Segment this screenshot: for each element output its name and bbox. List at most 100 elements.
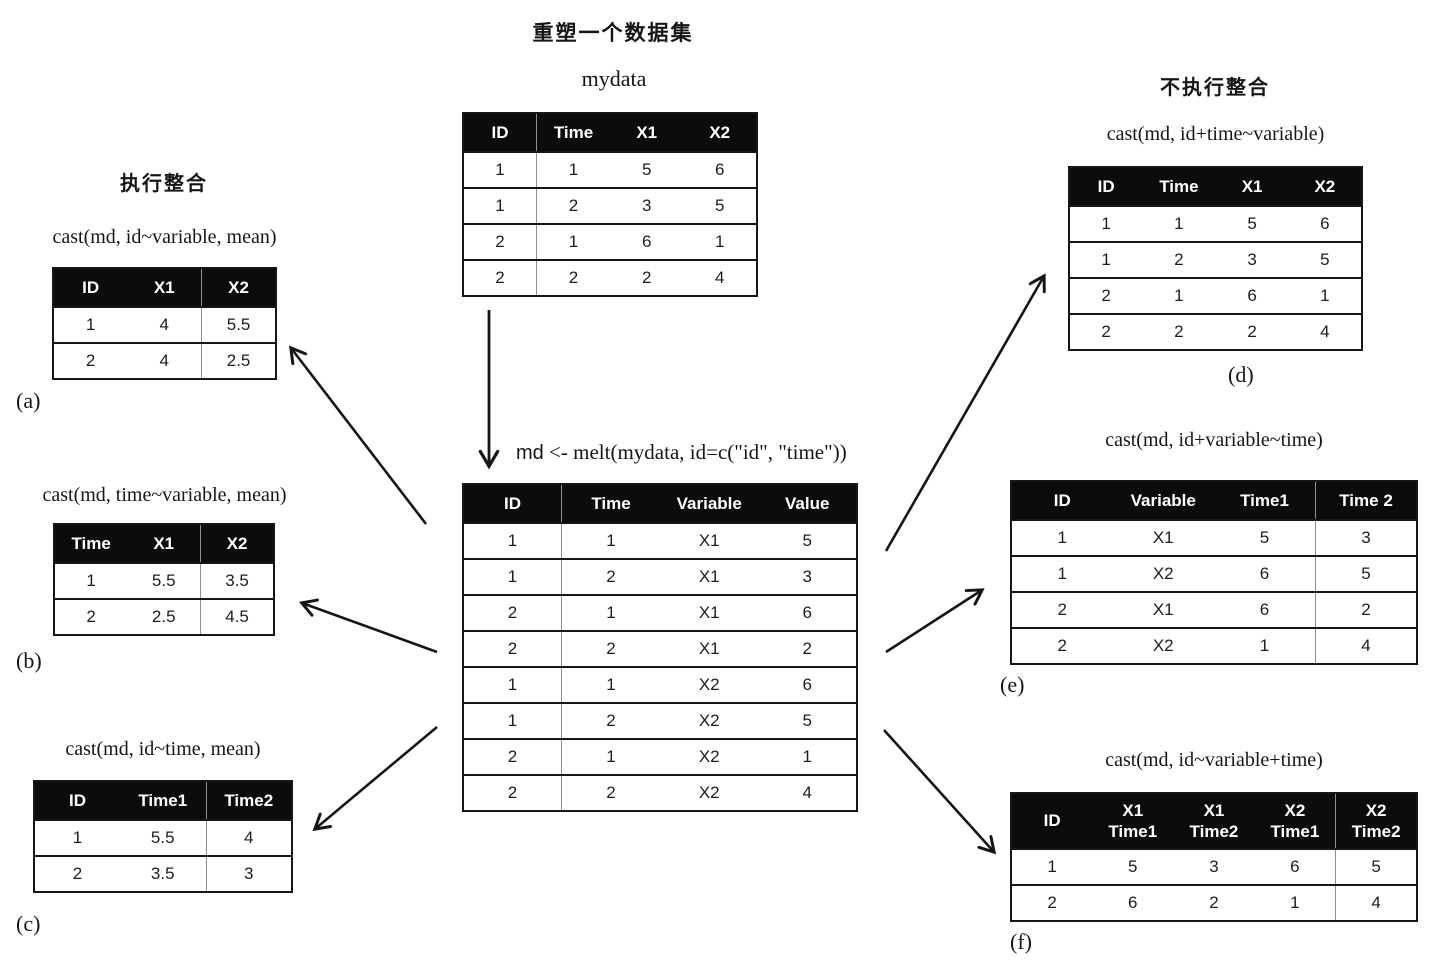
table-cell: X2 bbox=[660, 666, 759, 703]
column-header: Time 2 bbox=[1315, 481, 1417, 520]
table-cell: X2 bbox=[660, 774, 759, 811]
table-cell: X1 bbox=[660, 594, 759, 631]
column-header: X1 bbox=[1215, 167, 1289, 206]
column-header: X1 bbox=[610, 113, 684, 152]
table-cell: 6 bbox=[758, 594, 857, 631]
column-header: Time bbox=[536, 113, 610, 152]
label-table-a: (a) bbox=[16, 388, 41, 413]
table-cell: 5 bbox=[758, 702, 857, 739]
melt-code-expression: <- melt(mydata, id=c("id", "time")) bbox=[543, 440, 847, 464]
table-cell: 5 bbox=[610, 151, 684, 188]
table-cell: X1 bbox=[1112, 591, 1214, 628]
table-cell: 6 bbox=[1092, 884, 1174, 921]
table-cell: 2 bbox=[1011, 627, 1113, 664]
caption-table-a: cast(md, id~variable, mean) bbox=[52, 226, 277, 248]
table-cell: X2 bbox=[660, 738, 759, 775]
column-header: X2 bbox=[683, 113, 757, 152]
column-header: X1 Time2 bbox=[1173, 793, 1255, 849]
table-cell: 2 bbox=[1173, 884, 1255, 921]
table-cell: 3 bbox=[1215, 241, 1289, 278]
table-cell: 1 bbox=[561, 522, 660, 559]
column-header: X2 Time1 bbox=[1254, 793, 1337, 849]
table-cell: 4 bbox=[1315, 627, 1417, 664]
table-cell: 2.5 bbox=[201, 342, 276, 379]
table-cell: 5 bbox=[1214, 519, 1316, 556]
table-cell: 5 bbox=[1092, 848, 1174, 885]
table-cell: 6 bbox=[758, 666, 857, 703]
column-header: Time bbox=[1142, 167, 1216, 206]
arrow-melted-to-table-e bbox=[885, 588, 985, 654]
table-cell: 2.5 bbox=[127, 598, 202, 635]
table-cell: 2 bbox=[463, 630, 562, 667]
table-cell: 1 bbox=[1011, 519, 1113, 556]
arrow-melted-to-table-b bbox=[298, 598, 438, 654]
table-cell: 3 bbox=[206, 855, 292, 892]
table-cell: 4.5 bbox=[200, 598, 274, 635]
column-header: X1 Time1 bbox=[1092, 793, 1174, 849]
table-cell: X1 bbox=[1112, 519, 1214, 556]
table-cell: 1 bbox=[53, 306, 128, 343]
table-cell: 2 bbox=[561, 702, 660, 739]
table-cell: 3.5 bbox=[200, 562, 274, 599]
table-cell: 2 bbox=[1215, 313, 1289, 350]
table-cell: 4 bbox=[127, 306, 203, 343]
table-cell: 5 bbox=[1335, 848, 1417, 885]
table-cell: 1 bbox=[1069, 205, 1143, 242]
table-cell: 2 bbox=[463, 259, 537, 296]
column-header: ID bbox=[463, 113, 537, 152]
column-header: ID bbox=[463, 484, 562, 523]
column-header: X2 bbox=[200, 524, 274, 563]
table-cell: 1 bbox=[463, 666, 562, 703]
table-cell: 6 bbox=[610, 223, 684, 260]
table-cell: 1 bbox=[463, 187, 537, 224]
table-cell: 2 bbox=[463, 738, 562, 775]
table-cell: 6 bbox=[683, 151, 757, 188]
table-cell: 3 bbox=[610, 187, 684, 224]
table-cell: X2 bbox=[1112, 627, 1214, 664]
table-cell: 2 bbox=[610, 259, 684, 296]
caption-table-f: cast(md, id~variable+time) bbox=[1105, 749, 1323, 771]
table-cell: 2 bbox=[54, 598, 128, 635]
table-cell: 6 bbox=[1254, 848, 1337, 885]
label-table-d: (d) bbox=[1228, 362, 1254, 387]
table-cell: 1 bbox=[54, 562, 128, 599]
table-cell: 6 bbox=[1288, 205, 1362, 242]
table-cell: 1 bbox=[536, 223, 610, 260]
table-cell: 2 bbox=[1142, 241, 1216, 278]
table-cell: 4 bbox=[206, 819, 292, 856]
column-header: Time1 bbox=[120, 781, 207, 820]
table-cell: 2 bbox=[536, 187, 610, 224]
arrow-melted-to-table-f bbox=[883, 729, 997, 855]
table-cell: X1 bbox=[660, 630, 759, 667]
table-cell: 1 bbox=[561, 738, 660, 775]
